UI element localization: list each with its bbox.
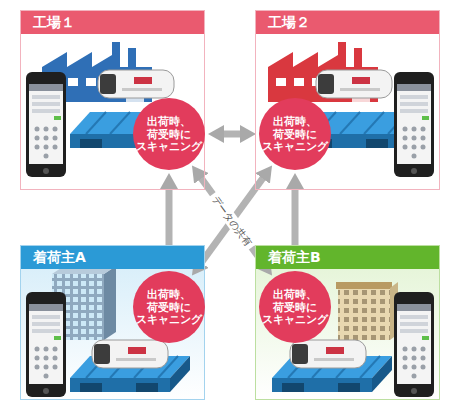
phone-icon [26,72,66,177]
store-building [336,282,398,340]
scanner-icon [316,70,392,98]
phone-icon [26,292,66,397]
circle-label: 出荷時、 荷受時に スキャニング [262,115,328,153]
panel-ground [255,10,440,190]
scan-circle: 出荷時、 荷受時に スキャニング [259,271,331,343]
panel-ground [20,245,205,400]
scanner-icon [290,340,366,368]
scan-circle: 出荷時、 荷受時に スキャニング [259,98,331,170]
scanner-icon [92,340,168,368]
panel-ground [255,245,440,400]
panel-heading: 工場２ [256,11,439,34]
scan-circle: 出荷時、 荷受時に スキャニング [133,98,205,170]
site-panel: 着荷主B 出荷時、 荷受時に スキャニング [255,245,440,400]
site-panel: 着荷主A 出荷時、 荷受時に スキャニング [20,245,205,400]
circle-label: 出荷時、 荷受時に スキャニング [262,288,328,326]
panel-heading: 工場１ [21,11,204,34]
scanner-icon [98,70,174,98]
scan-circle: 出荷時、 荷受時に スキャニング [133,271,205,343]
edge-label: データの共有 [207,190,256,251]
circle-label: 出荷時、 荷受時に スキャニング [136,115,202,153]
phone-icon [394,292,434,397]
site-panel: 工場１ 出荷時、 荷受時に スキャニング [20,10,205,190]
circle-label: 出荷時、 荷受時に スキャニング [136,288,202,326]
panel-ground [20,10,205,190]
phone-icon [394,72,434,177]
panel-heading: 着荷主A [21,246,204,269]
panel-heading: 着荷主B [256,246,439,269]
share-arrow [220,131,244,138]
site-panel: 工場２ 出荷時、 荷受時に スキャニング [255,10,440,190]
